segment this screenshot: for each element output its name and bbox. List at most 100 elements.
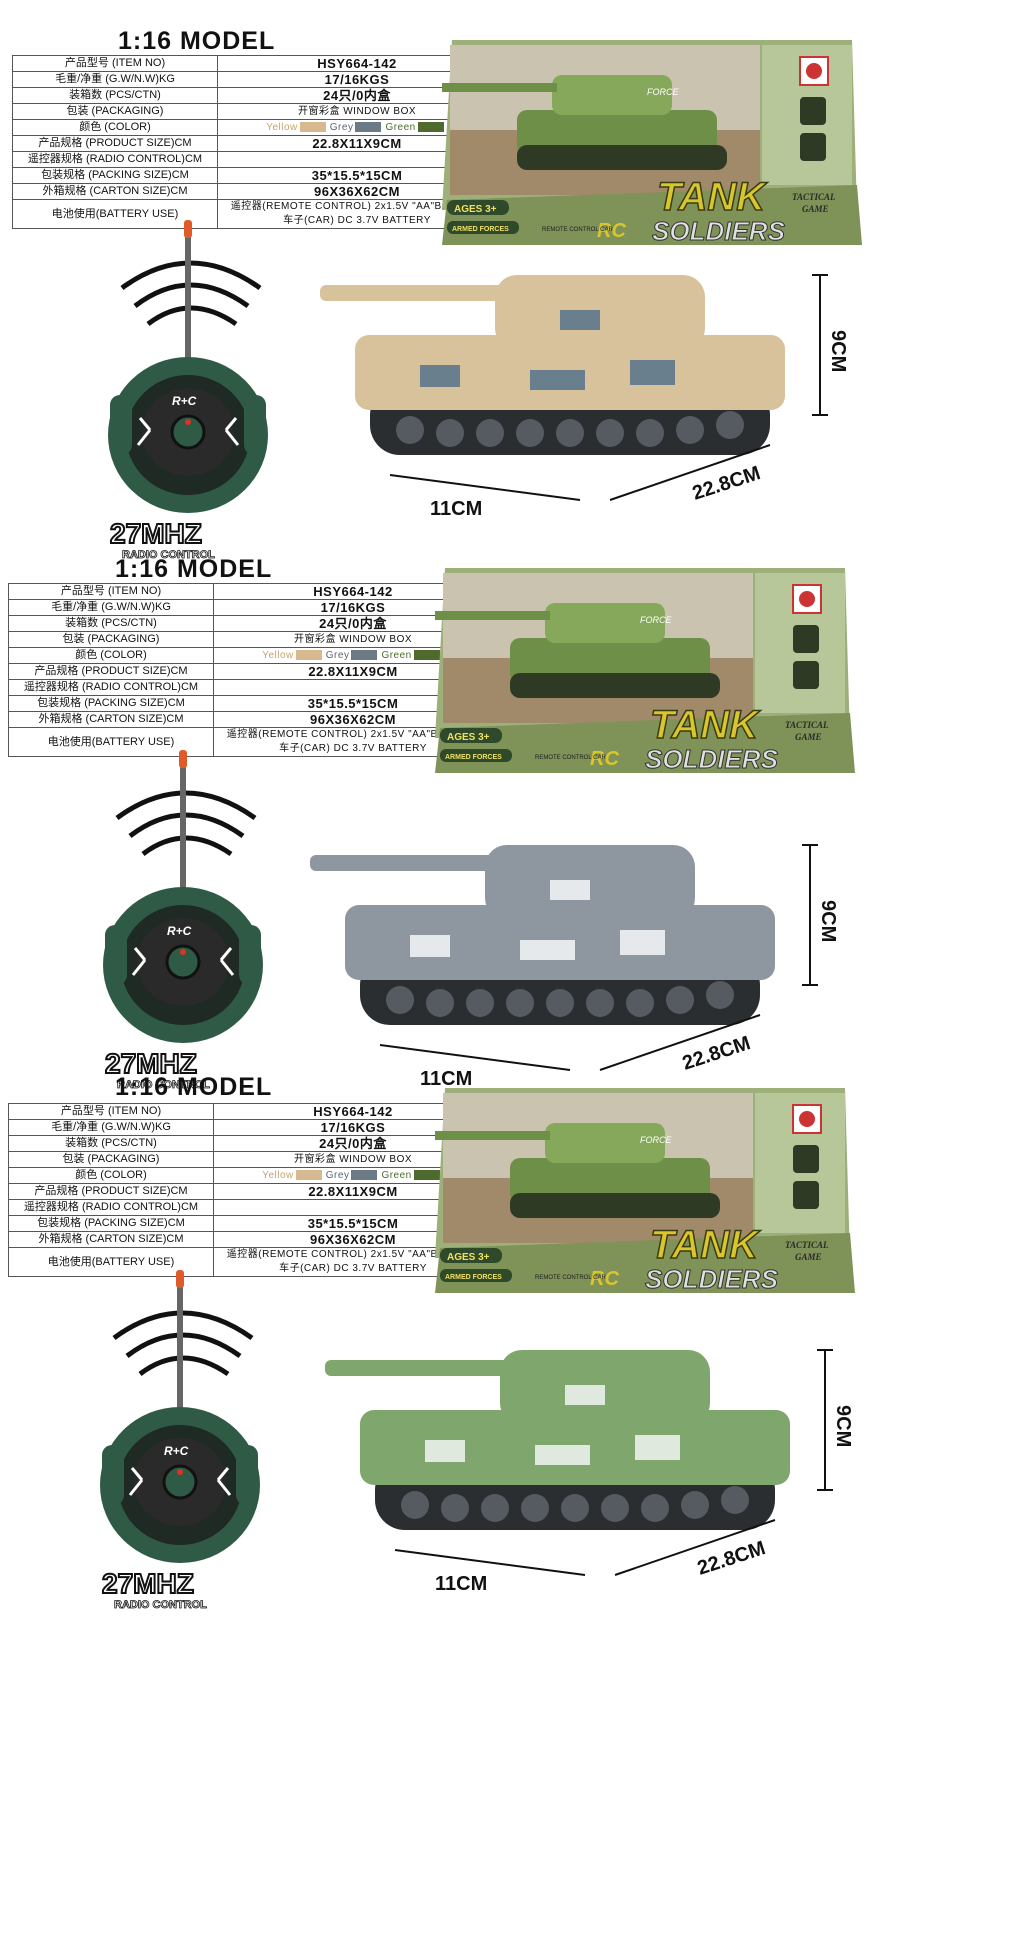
frequency-label: 27MHZ — [102, 1568, 194, 1599]
svg-text:AGES 3+: AGES 3+ — [454, 204, 497, 215]
spec-value: 17/16KGS — [213, 1119, 493, 1136]
color-name: Grey — [329, 122, 354, 133]
spec-label: 产品型号 (ITEM NO) — [8, 583, 214, 600]
battery-remote: 遥控器(REMOTE CONTROL) 2x1.5V "AA"BATTERY — [226, 1249, 480, 1260]
spec-label: 遥控器规格 (RADIO CONTROL)CM — [8, 1199, 214, 1216]
model-title: 1:16 MODEL — [115, 555, 273, 583]
spec-row: 装箱数 (PCS/CTN)24只/0内盒 — [8, 1135, 493, 1152]
model-title: 1:16 MODEL — [115, 1073, 273, 1101]
svg-text:FORCE: FORCE — [640, 1135, 672, 1145]
svg-text:REMOTE CONTROL CAR: REMOTE CONTROL CAR — [535, 755, 606, 761]
color-swatch — [413, 650, 440, 661]
spec-label: 外箱规格 (CARTON SIZE)CM — [12, 183, 218, 200]
svg-text:ARMED FORCES: ARMED FORCES — [445, 754, 502, 761]
spec-row: 遥控器规格 (RADIO CONTROL)CM — [8, 1199, 493, 1216]
tank-illustration — [325, 1350, 790, 1530]
svg-text:AGES 3+: AGES 3+ — [447, 1252, 490, 1263]
spec-label: 产品型号 (ITEM NO) — [8, 1103, 214, 1120]
svg-text:TANK: TANK — [650, 703, 761, 747]
spec-label: 包装 (PACKAGING) — [8, 1151, 214, 1168]
spec-row: 遥控器规格 (RADIO CONTROL)CM — [8, 679, 493, 696]
tank-illustration — [320, 275, 785, 455]
spec-label: 产品规格 (PRODUCT SIZE)CM — [8, 1183, 214, 1200]
height-dimension: 9CM — [817, 900, 839, 942]
spec-value: Yellow Grey Green — [213, 1167, 493, 1184]
product-box: FORCE TANK SOLDIERS RC TACTICAL GAME AGE… — [435, 1088, 855, 1295]
width-dimension: 11CM — [435, 1573, 487, 1590]
product-box: FORCE TANK SOLDIERS RC TACTICAL GAME AGE… — [435, 568, 855, 775]
spec-label: 颜色 (COLOR) — [8, 647, 214, 664]
remote-controller: R+C 27MHZ RADIO CONTROL — [108, 220, 268, 560]
spec-label: 包装 (PACKAGING) — [8, 631, 214, 648]
spec-label: 颜色 (COLOR) — [8, 1167, 214, 1184]
battery-remote: 遥控器(REMOTE CONTROL) 2x1.5V "AA"BATTERY — [230, 201, 484, 212]
spec-label: 包装规格 (PACKING SIZE)CM — [8, 1215, 214, 1232]
svg-text:RC: RC — [590, 748, 619, 770]
svg-text:TANK: TANK — [650, 1223, 761, 1267]
spec-value: 24只/0内盒 — [213, 615, 493, 632]
spec-label: 装箱数 (PCS/CTN) — [12, 87, 218, 104]
svg-text:RC: RC — [597, 220, 626, 242]
svg-text:RADIO CONTROL: RADIO CONTROL — [114, 1599, 207, 1610]
box-tank-illustration — [435, 603, 720, 698]
spec-row: 颜色 (COLOR) Yellow Grey Green — [8, 1167, 493, 1184]
color-name: Green — [381, 650, 412, 661]
tank-photo-with-dimensions: 11CM 22.8CM 9CM — [325, 1349, 854, 1590]
battery-car: 车子(CAR) DC 3.7V BATTERY — [279, 743, 427, 754]
battery-car: 车子(CAR) DC 3.7V BATTERY — [283, 215, 431, 226]
svg-text:GAME: GAME — [795, 1252, 822, 1262]
spec-row: 产品型号 (ITEM NO)HSY664-142 — [8, 583, 493, 600]
frequency-label: 27MHZ — [110, 518, 202, 549]
svg-text:SOLDIERS: SOLDIERS — [645, 1264, 779, 1294]
color-swatch — [355, 122, 382, 133]
height-dimension: 9CM — [832, 1405, 854, 1447]
battery-car: 车子(CAR) DC 3.7V BATTERY — [279, 1263, 427, 1274]
remote-controller: R+C 27MHZ RADIO CONTROL — [103, 750, 263, 1090]
svg-text:TACTICAL: TACTICAL — [785, 1240, 829, 1250]
spec-label: 包装规格 (PACKING SIZE)CM — [12, 167, 218, 184]
spec-row: 装箱数 (PCS/CTN)24只/0内盒 — [8, 615, 493, 632]
product-box: FORCE TANK SOLDIERS RC TACTICAL GAME AGE… — [442, 40, 862, 247]
box-tank-illustration — [442, 75, 727, 170]
color-swatch — [351, 1170, 378, 1181]
color-swatch — [295, 1170, 322, 1181]
spec-value: 96X36X62CM — [213, 1231, 493, 1248]
spec-label: 装箱数 (PCS/CTN) — [8, 1135, 214, 1152]
spec-value: 35*15.5*15CM — [213, 695, 493, 712]
spec-label: 外箱规格 (CARTON SIZE)CM — [8, 711, 214, 728]
tank-photo-with-dimensions: 11CM 22.8CM 9CM — [320, 274, 849, 515]
spec-label: 毛重/净重 (G.W/N.W)KG — [8, 1119, 214, 1136]
svg-text:TACTICAL: TACTICAL — [792, 192, 836, 202]
color-name: Grey — [325, 650, 350, 661]
remote-controller: R+C 27MHZ RADIO CONTROL — [100, 1270, 260, 1610]
svg-text:ARMED FORCES: ARMED FORCES — [452, 226, 509, 233]
svg-text:AGES 3+: AGES 3+ — [447, 732, 490, 743]
svg-text:R+C: R+C — [167, 924, 192, 938]
spec-row: 包装 (PACKAGING)开窗彩盒 WINDOW BOX — [8, 1151, 493, 1168]
color-name: Yellow — [262, 1170, 294, 1181]
spec-row: 装箱数 (PCS/CTN)24只/0内盒 — [12, 87, 497, 104]
color-name: Grey — [325, 1170, 350, 1181]
svg-text:TACTICAL: TACTICAL — [785, 720, 829, 730]
spec-row: 遥控器规格 (RADIO CONTROL)CM — [12, 151, 497, 168]
svg-text:FORCE: FORCE — [647, 87, 679, 97]
svg-text:TANK: TANK — [657, 175, 768, 219]
color-swatch — [417, 122, 444, 133]
spec-value: 96X36X62CM — [217, 183, 497, 200]
width-dimension: 11CM — [420, 1068, 472, 1085]
tank-illustration — [310, 845, 775, 1025]
color-name: Green — [381, 1170, 412, 1181]
spec-row: 包装 (PACKAGING)开窗彩盒 WINDOW BOX — [8, 631, 493, 648]
